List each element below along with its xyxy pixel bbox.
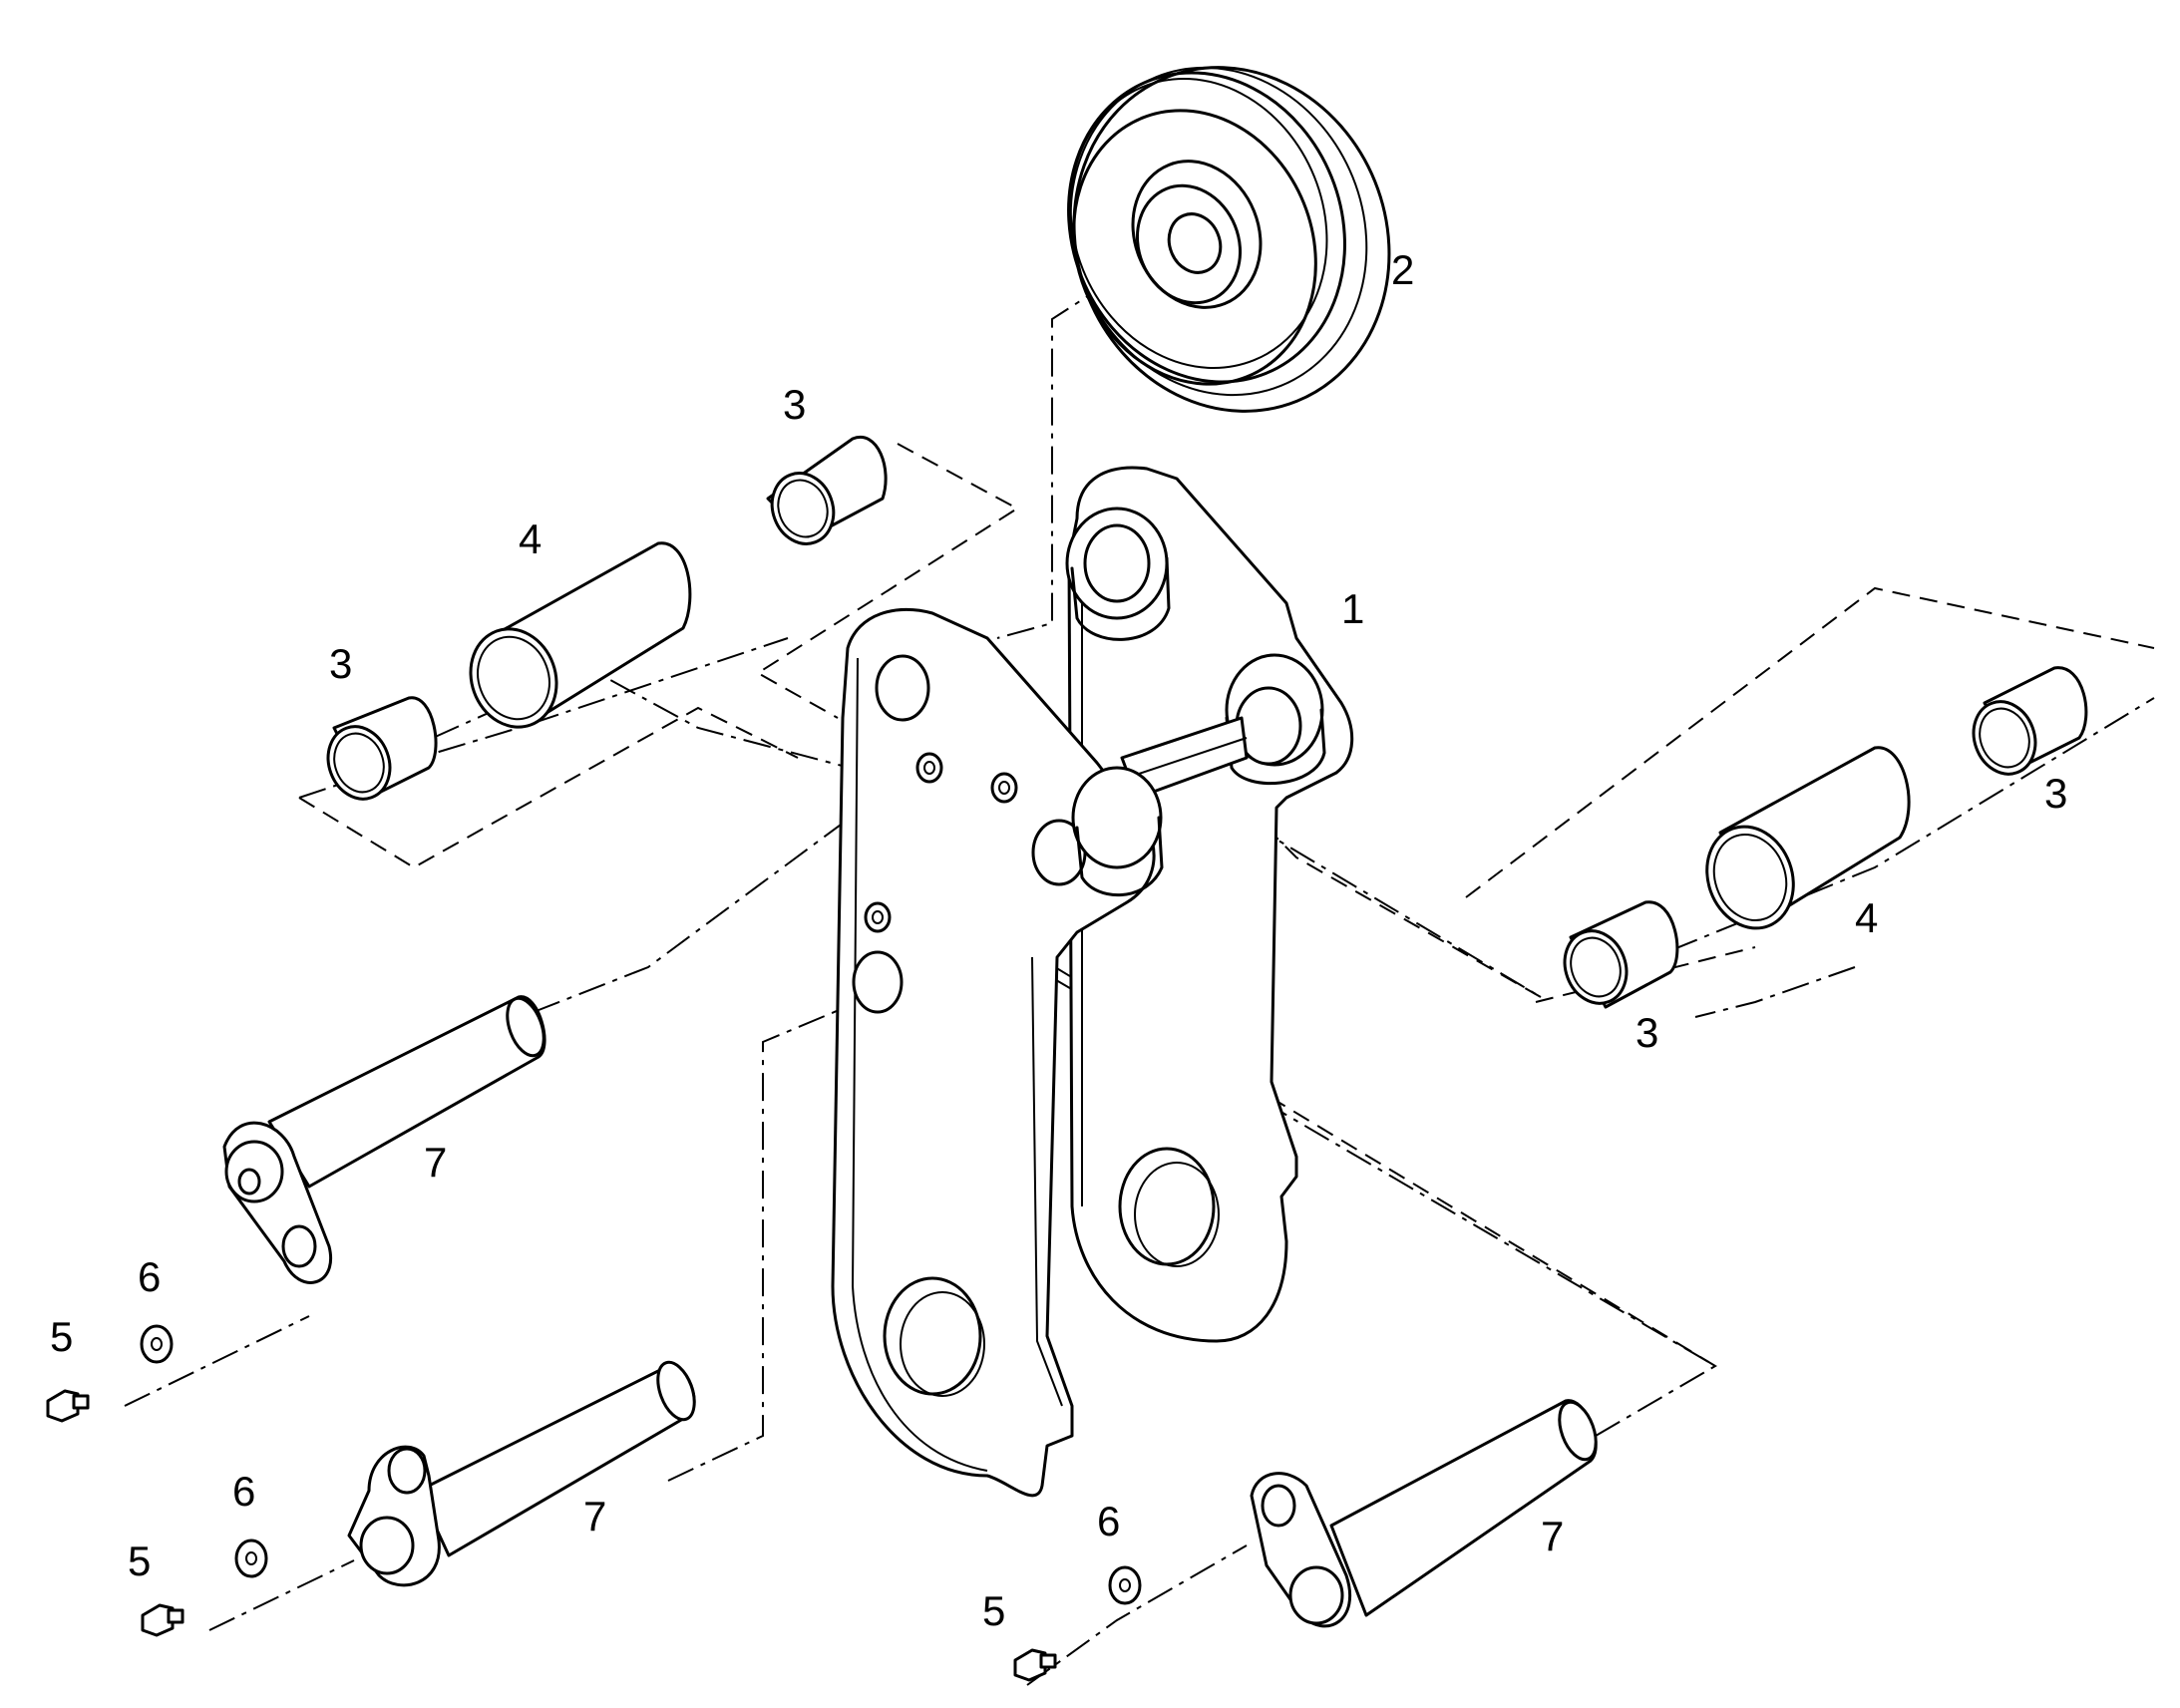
callout-7-upper-left: 7 (424, 1139, 447, 1186)
callout-5-lower-right: 5 (982, 1587, 1005, 1634)
pin-upper-left (222, 995, 546, 1284)
screws (46, 1389, 1057, 1682)
pulley-part-2 (1067, 66, 1391, 413)
pin-lower-right (1250, 1399, 1598, 1628)
callout-3-upper-left: 3 (783, 381, 806, 428)
callout-6-upper-left: 6 (138, 1253, 161, 1300)
callout-3-upper-right: 3 (2044, 770, 2067, 817)
bushing-set-left (326, 435, 888, 801)
callout-7-lower-left: 7 (583, 1493, 606, 1539)
callout-labels: 1 2 3 3 3 3 4 4 5 5 5 6 6 6 7 7 7 (50, 246, 2067, 1634)
callout-5-upper-left: 5 (50, 1313, 73, 1360)
lever-bracket-part-1 (831, 466, 1354, 1498)
callout-2: 2 (1391, 246, 1414, 293)
callout-6-lower-left: 6 (232, 1468, 255, 1515)
callout-3-lower-right: 3 (1635, 1009, 1658, 1056)
callout-7-lower-right: 7 (1541, 1513, 1564, 1559)
callout-6-lower-right: 6 (1097, 1498, 1120, 1544)
callout-4-right: 4 (1855, 894, 1878, 941)
callout-4-left: 4 (519, 515, 542, 562)
callout-5-lower-left: 5 (128, 1537, 151, 1584)
callout-3-lower-left: 3 (329, 640, 352, 687)
callout-1: 1 (1341, 585, 1364, 632)
washers (140, 1324, 1142, 1605)
pin-lower-left (347, 1360, 696, 1587)
bushing-set-right (1563, 666, 2088, 1009)
